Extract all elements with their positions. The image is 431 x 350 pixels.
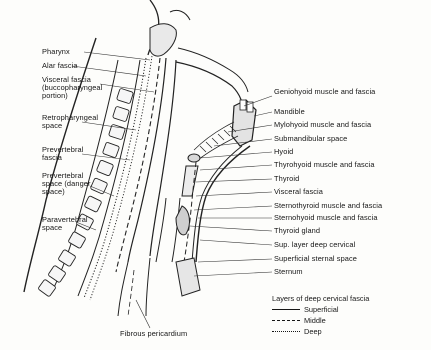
bottom-leader-line (136, 300, 150, 328)
legend-item-superficial: Superficial (272, 305, 422, 315)
label-sup-layer-deep-cervical: Sup. layer deep cervical (274, 241, 355, 249)
label-submandibular-space: Submandibular space (274, 135, 347, 143)
sternum-outline (176, 258, 200, 296)
legend-label: Middle (304, 316, 326, 325)
label-prevertebral-fascia: Prevertebral fascia (42, 146, 92, 162)
legend-title: Layers of deep cervical fascia (272, 294, 369, 303)
pericardium-line-c (128, 270, 134, 316)
label-pharynx: Pharynx (42, 48, 70, 56)
label-thyroid: Thyroid (274, 175, 299, 183)
legend-item-deep: Deep (272, 327, 422, 337)
label-sternohyoid-muscle-and-fascia: Sternohyoid muscle and fascia (274, 214, 378, 222)
vertebra (116, 88, 133, 104)
superficial-fascia-line (192, 146, 242, 262)
label-retropharyngeal-space: Retropharyngeal space (42, 114, 110, 130)
label-alar-fascia: Alar fascia (42, 62, 78, 70)
thyroid-cartilage (182, 166, 198, 196)
label-visceral-fascia: Visceral fascia (274, 188, 323, 196)
label-mandible: Mandible (274, 108, 305, 116)
hyoid-bone (188, 154, 200, 162)
right-leader-lines (190, 96, 272, 276)
label-superficial-sternal-space: Superficial sternal space (274, 255, 357, 263)
vertebra (48, 265, 66, 283)
tongue-outline (176, 62, 243, 112)
legend-item-middle: Middle (272, 316, 422, 326)
legend-label: Superficial (304, 305, 339, 314)
tooth (247, 102, 253, 112)
label-hyoid: Hyoid (274, 148, 293, 156)
label-mylohyoid-muscle-and-fascia: Mylohyoid muscle and fascia (274, 121, 371, 129)
label-geniohyoid-muscle-and-fascia: Geniohyoid muscle and fascia (274, 88, 384, 96)
thyroid-gland (176, 206, 189, 235)
tooth (240, 100, 246, 110)
label-fibrous-pericardium: Fibrous pericardium (120, 330, 187, 338)
dotted-line-swatch (272, 331, 300, 332)
label-prevertebral-space-danger-space: Prevertebral space (danger space) (42, 172, 96, 196)
label-thyroid-gland: Thyroid gland (274, 227, 320, 235)
label-sternum: Sternum (274, 268, 303, 276)
label-sternothyroid-muscle-and-fascia: Sternothyroid muscle and fascia (274, 202, 382, 210)
vertebra (58, 249, 76, 267)
vertebra (38, 279, 56, 297)
pericardium-line-a (118, 262, 128, 316)
vertebra (84, 196, 102, 213)
occiput-outline (170, 10, 190, 20)
palate-outline (178, 48, 248, 92)
vertebra (112, 106, 129, 122)
pericardium-line-b (146, 258, 150, 316)
dashed-line-swatch (272, 320, 300, 321)
label-visceral-fascia-buccopharyngeal: Visceral fascia (buccopharyngeal portion… (42, 76, 110, 100)
label-thyrohyoid-muscle-and-fascia: Thyrohyoid muscle and fascia (274, 161, 375, 169)
nasopharynx-outline (150, 24, 176, 56)
vertebra (102, 142, 119, 158)
solid-line-swatch (272, 309, 300, 310)
legend-label: Deep (304, 327, 322, 336)
vertebra (96, 160, 113, 176)
label-paravertebral-space: Paravertebral space (42, 216, 92, 232)
